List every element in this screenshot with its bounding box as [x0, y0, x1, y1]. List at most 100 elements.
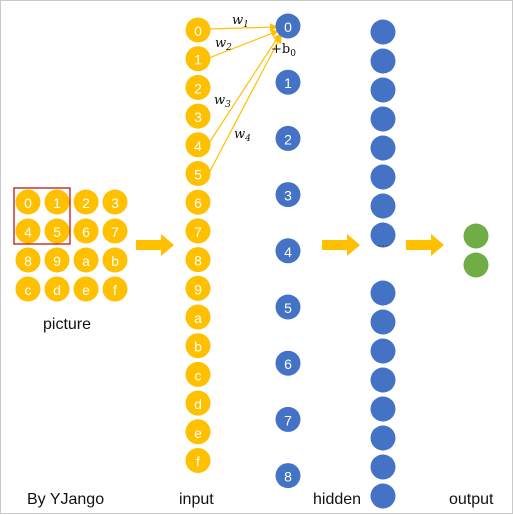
hidden2-node-bottom-3 [370, 367, 396, 393]
weight-line-w4 [208, 35, 282, 174]
hidden-layer [370, 19, 396, 509]
input-node-f: f [185, 448, 211, 473]
hidden2-node-bottom-0-circle [370, 280, 396, 306]
input-node-f-circle [185, 448, 211, 473]
input-node-8-label: 8 [194, 253, 202, 269]
picture-cell-d: d [44, 276, 70, 302]
input-node-6-circle [185, 189, 211, 215]
input-node-9-circle [185, 275, 211, 301]
hidden-node-5-circle [275, 294, 301, 320]
hidden-node-7-circle [275, 406, 301, 432]
hidden-ellipsis: ··· [377, 238, 389, 252]
picture-cell-4-label: 4 [24, 224, 32, 240]
input-node-7: 7 [185, 218, 211, 244]
picture-cell-e-label: e [82, 282, 90, 298]
picture-label: picture [43, 316, 92, 333]
hidden2-node-top-6 [370, 193, 396, 219]
input-node-6: 6 [185, 189, 211, 215]
hidden2-node-bottom-5-circle [370, 425, 396, 451]
input-node-8: 8 [185, 247, 211, 273]
weight-connections [208, 23, 282, 174]
hidden-node-2-label: 2 [284, 131, 292, 147]
input-node-0-label: 0 [194, 23, 202, 39]
hidden-node-0-label: 0 [284, 19, 292, 35]
hidden2-node-top-3 [370, 106, 396, 132]
picture-cell-f-circle [102, 276, 128, 302]
input-node-a-label: a [194, 310, 202, 326]
picture-cell-4-circle [15, 218, 41, 244]
picture-cell-3-circle [102, 189, 128, 215]
hidden2-node-bottom-1 [370, 309, 396, 335]
hidden2-node-top-7 [370, 222, 396, 248]
input-node-9: 9 [185, 275, 211, 301]
picture-cell-a-label: a [82, 253, 90, 269]
hidden-node-8: 8 [275, 463, 301, 489]
hidden2-node-bottom-2 [370, 338, 396, 364]
input-node-0: 0 [185, 17, 211, 43]
picture-cell-7: 7 [102, 218, 128, 244]
input-node-3-circle [185, 103, 211, 129]
hidden2-node-top-4-circle [370, 135, 396, 161]
hidden2-node-bottom-3-circle [370, 367, 396, 393]
weight-label-w2: w2 [215, 36, 232, 53]
hidden2-node-bottom-7 [370, 483, 396, 509]
hidden-node-2-circle [275, 125, 301, 151]
picture-cell-7-label: 7 [111, 224, 119, 240]
input-node-9-label: 9 [194, 281, 202, 297]
weight-line-w3 [208, 33, 281, 144]
picture-cell-b: b [102, 247, 128, 273]
hidden-node-8-circle [275, 463, 301, 489]
arrow-picture-to-input [136, 234, 174, 256]
input-node-5: 5 [185, 161, 211, 186]
picture-cell-0-label: 0 [24, 195, 32, 211]
input-node-1-circle [185, 46, 211, 72]
patch-highlight [13, 187, 71, 245]
input-node-a: a [185, 304, 211, 330]
picture-cell-3: 3 [102, 189, 128, 215]
input-node-c: c [185, 361, 211, 387]
picture-cell-d-circle [44, 276, 70, 302]
hidden-node-8-label: 8 [284, 469, 292, 485]
output-node-0-circle [463, 223, 489, 249]
hidden2-node-bottom-7-circle [370, 483, 396, 509]
picture-cell-b-label: b [111, 253, 119, 269]
hidden2-node-bottom-6-circle [370, 454, 396, 480]
hidden-node-3-circle [275, 182, 301, 208]
picture-cell-0: 0 [15, 189, 41, 215]
hidden-node-6: 6 [275, 350, 301, 376]
input-node-b-circle [185, 333, 211, 359]
picture-cell-1-label: 1 [53, 195, 61, 211]
hidden2-node-top-0 [370, 19, 396, 45]
picture-cell-2: 2 [73, 189, 99, 215]
picture-cell-9: 9 [44, 247, 70, 273]
hidden-node-5-label: 5 [284, 300, 292, 316]
output-node-0 [463, 223, 489, 249]
picture-cell-c-label: c [25, 282, 32, 298]
hidden2-node-top-5 [370, 164, 396, 190]
hidden-node-7: 7 [275, 406, 301, 432]
output-node-1-circle [463, 252, 489, 278]
weight-label-w1: w1 [232, 13, 249, 30]
input-label: input [179, 491, 214, 508]
input-node-1-label: 1 [194, 52, 202, 68]
hidden-node-5: 5 [275, 294, 301, 320]
picture-cell-e: e [73, 276, 99, 302]
picture-cell-4: 4 [15, 218, 41, 244]
hidden2-node-top-1-circle [370, 48, 396, 74]
input-node-5-label: 5 [194, 167, 202, 183]
picture-cell-a: a [73, 247, 99, 273]
hidden-node-3-label: 3 [284, 188, 292, 204]
hidden-label: hidden [313, 491, 362, 508]
hidden2-node-top-5-circle [370, 164, 396, 190]
hidden-node-2: 2 [275, 125, 301, 151]
input-node-3-label: 3 [194, 109, 202, 125]
hidden-node-4: 4 [275, 238, 301, 264]
picture-cell-e-circle [73, 276, 99, 302]
output-layer [463, 223, 489, 278]
hidden2-node-top-6-circle [370, 193, 396, 219]
hidden-node-4-circle [275, 238, 301, 264]
hidden-node-6-label: 6 [284, 356, 292, 372]
picture-cell-2-circle [73, 189, 99, 215]
